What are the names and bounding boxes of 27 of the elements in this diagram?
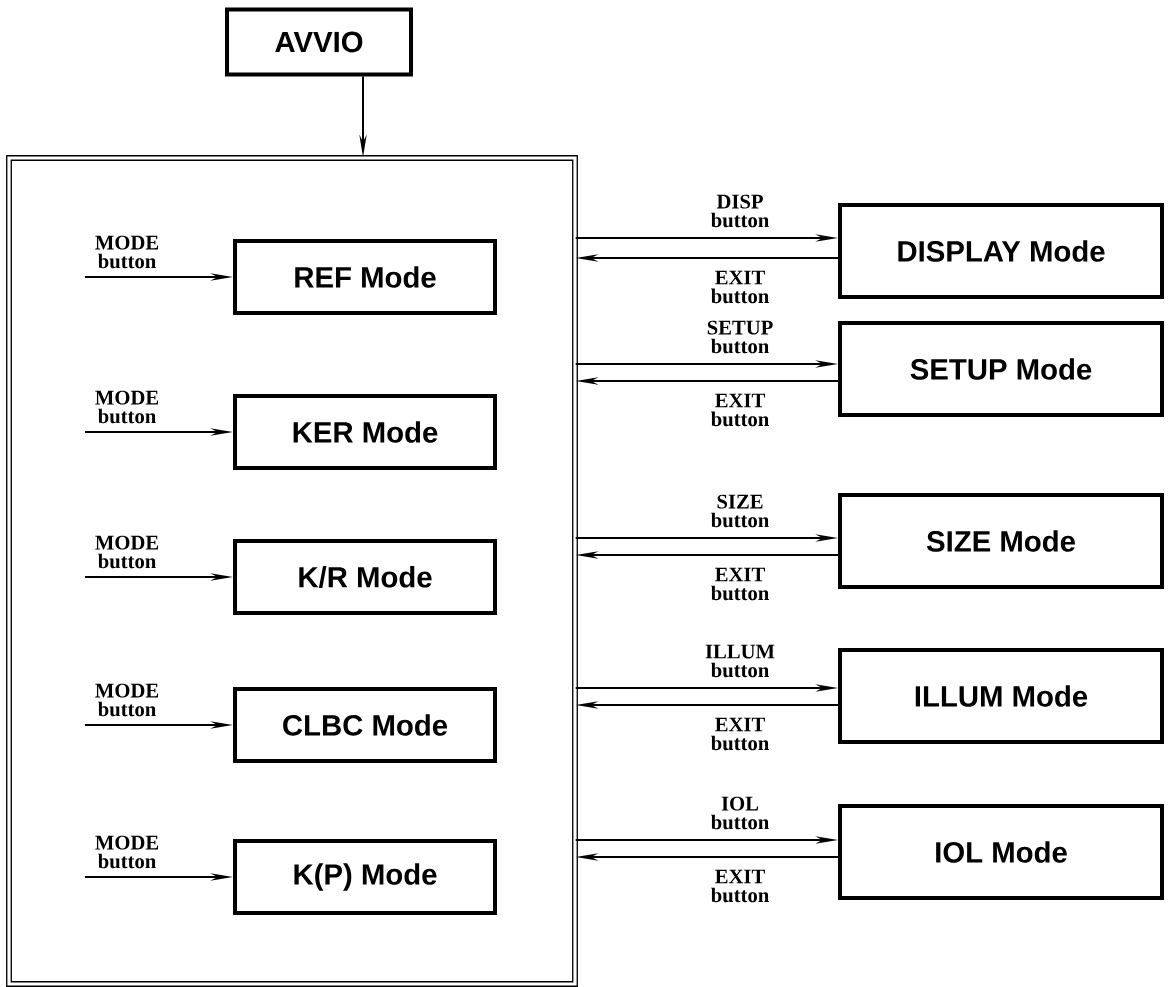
edge-label: MODE button	[95, 835, 159, 869]
edge-label: EXIT button	[711, 270, 769, 304]
edge-label: MODE button	[95, 683, 159, 717]
edge-label: EXIT button	[711, 393, 769, 427]
edge-label: SIZE button	[711, 494, 769, 528]
edge-label: EXIT button	[711, 567, 769, 601]
mode-box: AVVIO	[225, 7, 413, 77]
edge-label: MODE button	[95, 235, 159, 269]
mode-box: K/R Mode	[233, 539, 497, 615]
mode-box: ILLUM Mode	[838, 648, 1164, 744]
edge-label: SETUP button	[707, 320, 773, 354]
edge-label: MODE button	[95, 390, 159, 424]
edge-label: DISP button	[711, 194, 769, 228]
mode-box: SETUP Mode	[838, 321, 1164, 417]
mode-box: REF Mode	[233, 239, 497, 315]
edge-label: ILLUM button	[705, 644, 775, 678]
edge-label: MODE button	[95, 535, 159, 569]
edge-label: EXIT button	[711, 717, 769, 751]
mode-box: IOL Mode	[838, 804, 1164, 900]
mode-box: KER Mode	[233, 394, 497, 470]
edge-label: EXIT button	[711, 869, 769, 903]
mode-box: K(P) Mode	[233, 839, 497, 915]
mode-box: CLBC Mode	[233, 687, 497, 763]
container-frame	[6, 155, 578, 987]
mode-box: DISPLAY Mode	[838, 203, 1164, 299]
edge-label: IOL button	[711, 796, 769, 830]
mode-box: SIZE Mode	[838, 493, 1164, 589]
